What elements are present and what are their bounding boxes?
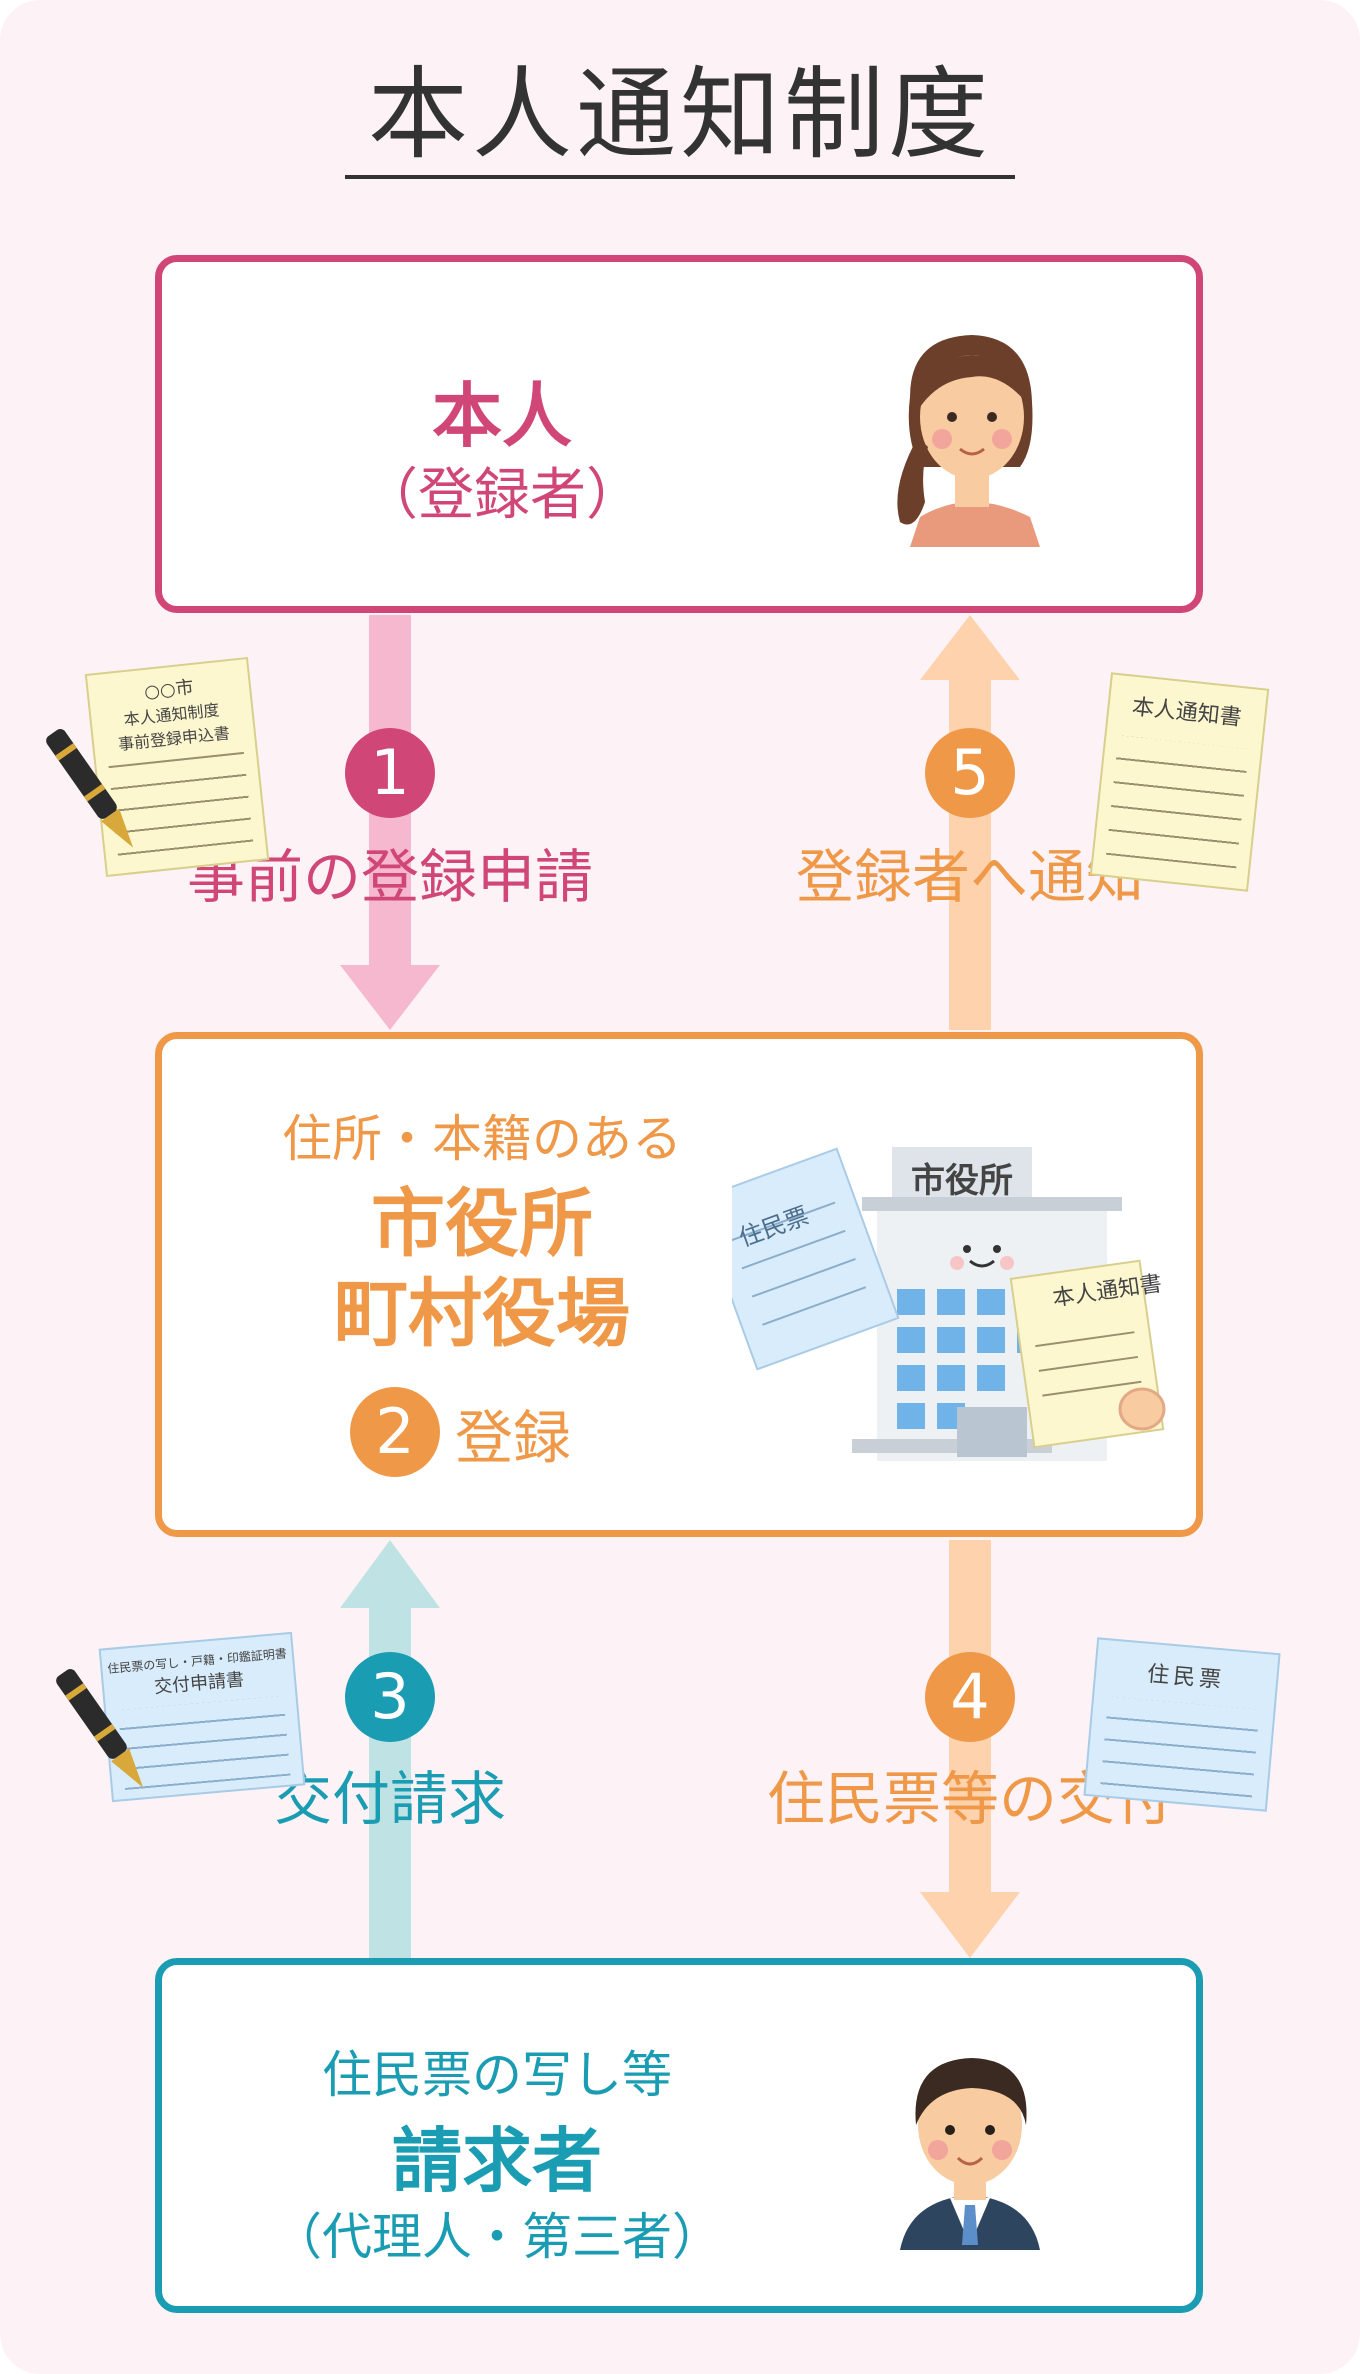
arrow-step4-down <box>920 1540 1020 1958</box>
fountain-pen-icon <box>56 1669 144 1788</box>
step5-number: 5 <box>925 728 1015 818</box>
registrant-sub: （登録者） <box>362 463 642 528</box>
office-line2: 町村役場 <box>334 1271 630 1357</box>
requester-pre: 住民票の写し等 <box>322 2046 672 2104</box>
requester-box: 住民票の写し等 請求者 （代理人・第三者） <box>155 1958 1203 2313</box>
step3-number: 3 <box>345 1652 435 1742</box>
office-line1: 市役所 <box>371 1181 593 1267</box>
step2-label: 登録 <box>455 1404 572 1472</box>
arrow-step5-up <box>920 615 1020 1030</box>
step4-number: 4 <box>925 1652 1015 1742</box>
resident-card-doc-title: 住民票 <box>1146 1661 1227 1694</box>
arrow-step1-down <box>340 615 440 1030</box>
city-hall-building-icon <box>732 1147 1166 1461</box>
requester-name: 請求者 <box>392 2120 602 2202</box>
notice-doc-title: 本人通知書 <box>1130 694 1243 732</box>
woman-icon <box>897 335 1040 547</box>
resident-card-doc: 住民票 <box>1083 1637 1281 1812</box>
registrant-name: 本人 <box>432 375 572 457</box>
registrant-box: 本人 （登録者） <box>155 255 1203 613</box>
office-pre: 住所・本籍のある <box>282 1110 682 1168</box>
step3-label: 交付請求 <box>273 1765 506 1833</box>
arrow-step3-up <box>340 1540 440 1958</box>
fountain-pen-icon <box>46 729 134 848</box>
step1-number: 1 <box>345 728 435 818</box>
step2-number: 2 <box>350 1387 440 1477</box>
requester-sub: （代理人・第三者） <box>272 2208 722 2266</box>
businessman-icon <box>900 2058 1040 2250</box>
page-title: 本人通知制度 <box>368 56 992 173</box>
city-hall-sign: 市役所 <box>911 1161 1013 1201</box>
step5-label: 登録者へ通知 <box>795 843 1144 911</box>
notice-doc: 本人通知書 <box>1089 672 1270 892</box>
title-underline <box>345 175 1015 179</box>
office-box: 住所・本籍のある 市役所 町村役場 2 登録 <box>155 1032 1203 1537</box>
